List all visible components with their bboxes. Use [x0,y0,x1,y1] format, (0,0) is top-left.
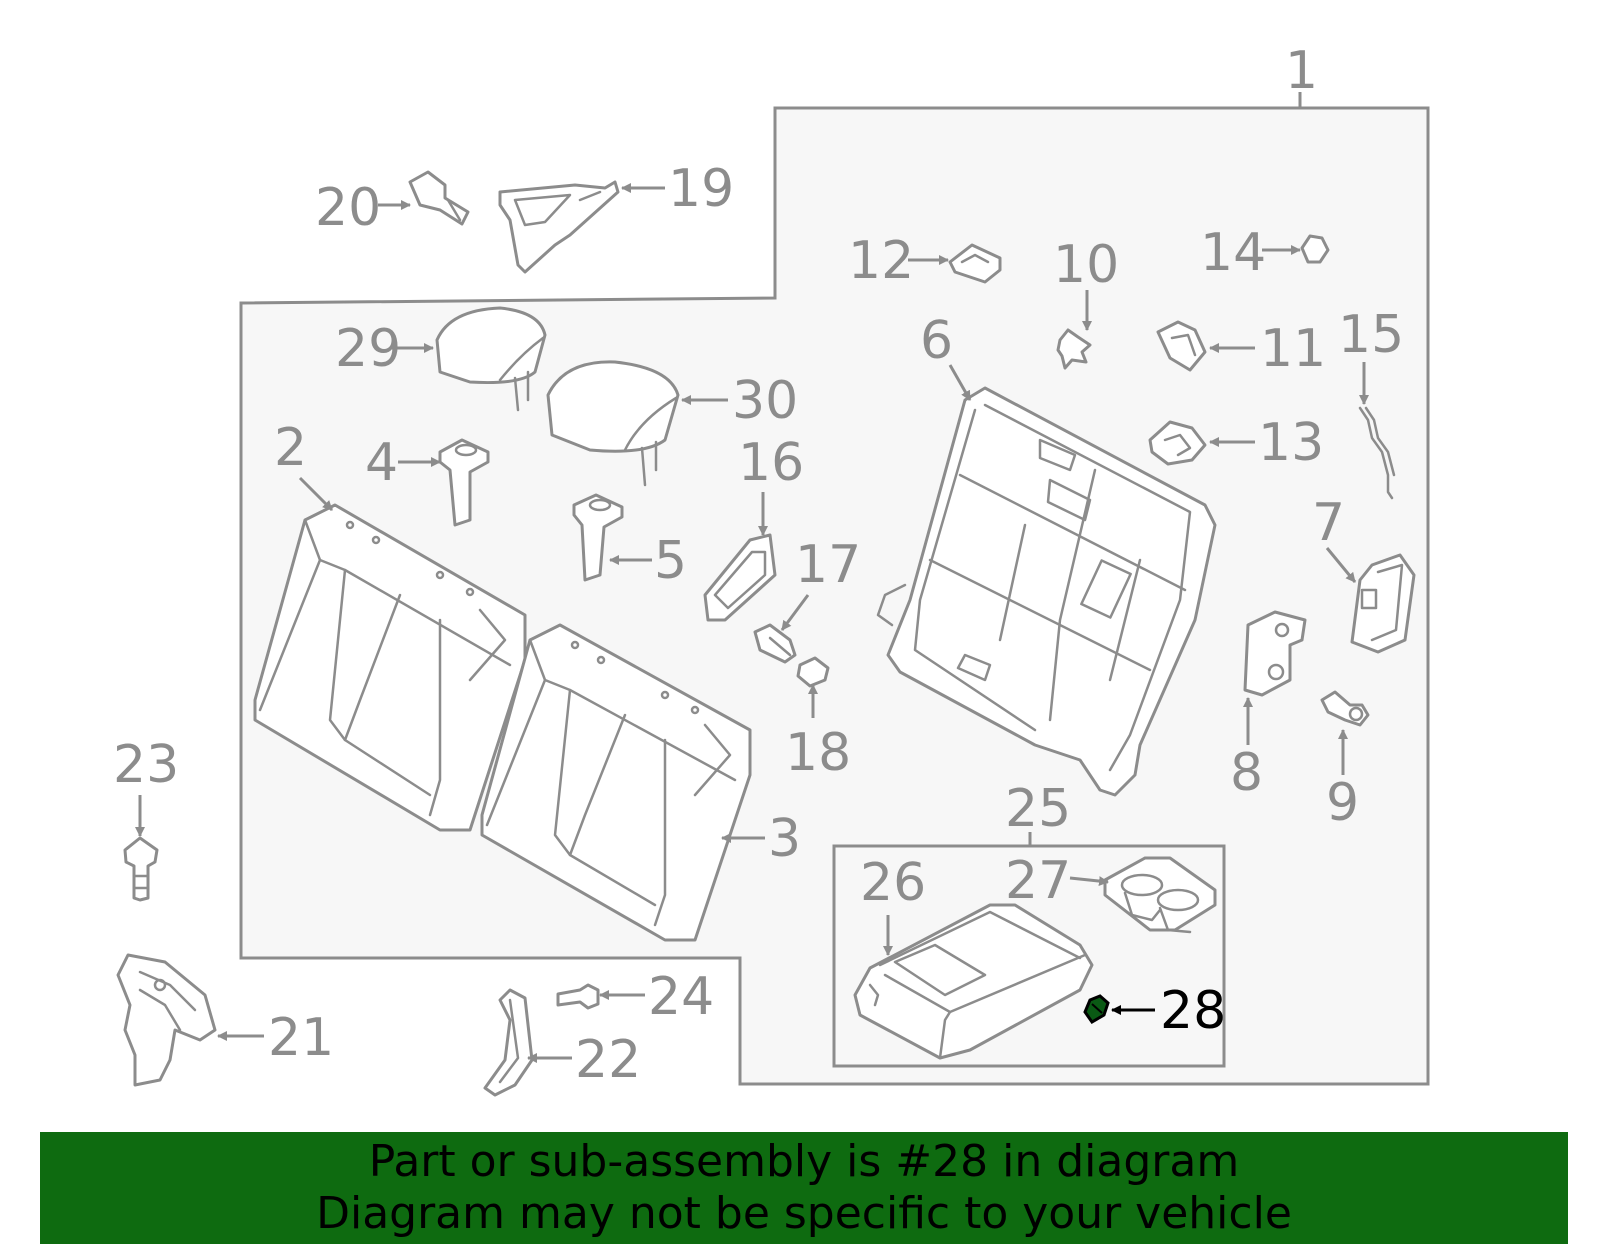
bolt-part-17[interactable] [753,623,797,664]
nut-part-18[interactable] [796,656,830,688]
clip-part-10[interactable] [1056,328,1092,370]
callout-23: 23 [113,735,179,795]
callout-4: 4 [365,433,398,493]
guide-part-5[interactable] [572,493,624,582]
guide-part-4[interactable] [438,438,490,527]
callout-14: 14 [1200,223,1266,283]
bezel-part-16[interactable] [703,533,777,622]
callout-15: 15 [1338,305,1404,365]
leader-lines [135,183,1369,1063]
hinge-cover-part-11[interactable] [1156,320,1207,372]
bracket-part-22[interactable] [483,988,534,1097]
callout-2: 2 [274,418,307,478]
callout-26: 26 [860,853,926,913]
latch-part-7[interactable] [1350,553,1416,654]
callout-27: 27 [1005,851,1071,911]
callout-21: 21 [268,1008,334,1068]
bolt-part-9[interactable] [1320,690,1370,727]
callout-7: 7 [1312,493,1345,553]
callout-17: 17 [795,535,861,595]
bolt-part-24[interactable] [556,983,600,1010]
seatback-frame-part-6[interactable] [876,386,1217,797]
bolt-part-20[interactable] [408,170,470,226]
callout-18: 18 [785,723,851,783]
bracket-part-19[interactable] [498,180,620,274]
banner-line-2: Diagram may not be specific to your vehi… [316,1188,1292,1239]
callout-1: 1 [1285,41,1318,101]
cupholder-part-27[interactable] [1103,856,1217,934]
callout-3: 3 [768,809,801,869]
bolt-part-23[interactable] [123,836,159,902]
callout-13: 13 [1258,413,1324,473]
callout-22: 22 [575,1030,641,1090]
headrest-part-29[interactable] [435,306,547,412]
callout-30: 30 [732,371,798,431]
callout-16: 16 [738,433,804,493]
callout-11: 11 [1260,319,1326,379]
armrest-part-26[interactable] [853,903,1094,1060]
callout-28: 28 [1160,981,1226,1041]
callout-20: 20 [315,178,381,238]
callout-9: 9 [1326,773,1359,833]
hinge-part-21[interactable] [116,953,217,1087]
latch-cover-part-13[interactable] [1148,420,1207,466]
headrest-part-30[interactable] [546,360,680,487]
callout-labels: 1 2 3 4 5 6 7 8 9 10 11 12 13 14 15 16 1… [113,41,1404,1090]
grommet-part-14[interactable] [1300,234,1330,264]
info-banner: Part or sub-assembly is #28 in diagram D… [40,1132,1568,1244]
bracket-part-8[interactable] [1243,610,1307,697]
seatback-left-part-2[interactable] [253,503,527,832]
cable-part-15[interactable] [1358,406,1396,500]
callout-6: 6 [920,311,953,371]
parts-diagram: 1 2 3 4 5 6 7 8 9 10 11 12 13 14 15 16 1… [113,41,1430,1097]
banner-line-1: Part or sub-assembly is #28 in diagram [368,1136,1240,1187]
seatback-right-part-3[interactable] [480,623,752,942]
callout-12: 12 [848,231,914,291]
callout-5: 5 [654,531,687,591]
cover-part-12[interactable] [948,243,1002,284]
callout-24: 24 [648,967,714,1027]
callout-25: 25 [1005,779,1071,839]
callout-10: 10 [1053,235,1119,295]
callout-29: 29 [335,319,401,379]
callout-8: 8 [1230,743,1263,803]
callout-19: 19 [668,159,734,219]
clip-part-28[interactable] [1083,994,1110,1024]
